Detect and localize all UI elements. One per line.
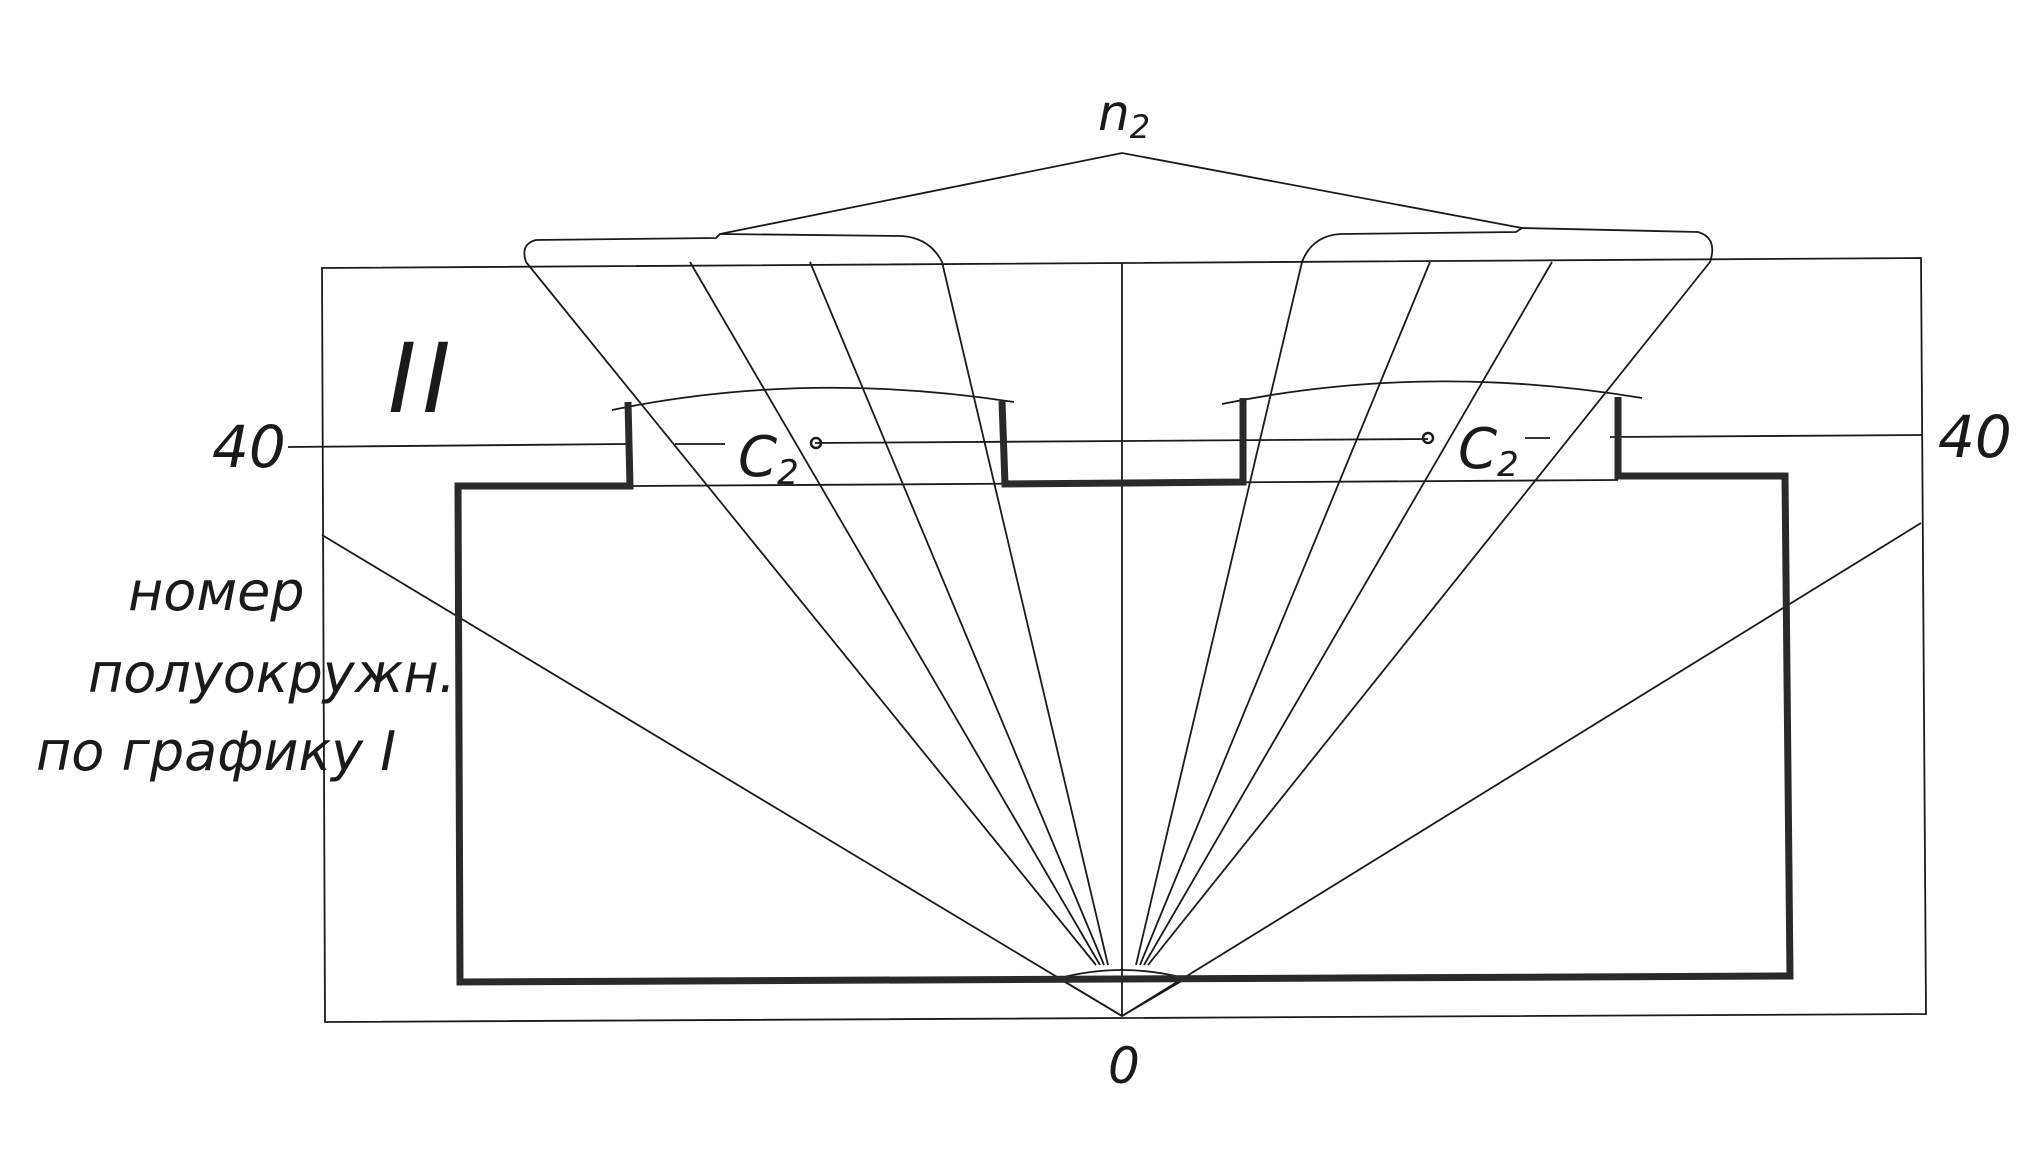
level-40-left-line <box>287 443 627 448</box>
outer-frame <box>321 257 1927 1023</box>
fan-line <box>525 261 1097 966</box>
label-left-40: 40 <box>212 413 286 481</box>
fan-line <box>1147 261 1711 966</box>
label-c2-right: C2 <box>1458 417 1519 485</box>
fan-lines <box>525 261 1711 966</box>
note-line-2: полуокружн. <box>88 642 456 705</box>
level-40-center-line <box>814 438 1429 444</box>
right-diagonal <box>1121 522 1922 1017</box>
origin-arc <box>1059 969 1185 979</box>
fan-line <box>689 261 1101 966</box>
center-notch <box>998 398 1247 488</box>
bracket-left-group <box>523 233 943 263</box>
fan-line <box>1143 261 1553 966</box>
bracket-right-group <box>1301 227 1714 263</box>
label-top-n: n2 <box>1098 84 1150 146</box>
arc-right <box>1221 380 1643 405</box>
bold-outline <box>454 397 1794 986</box>
label-bottom-origin: 0 <box>1108 1037 1140 1095</box>
bracket-apex <box>719 152 1523 235</box>
c2-left-point <box>809 436 823 450</box>
c2-right-point <box>1421 431 1435 445</box>
note-line-1: номер <box>128 560 305 623</box>
fan-line <box>809 261 1105 966</box>
arc-left <box>611 386 1015 411</box>
top-bracket <box>523 152 1714 263</box>
note-line-3: по графику I <box>36 720 396 783</box>
left-diagonal <box>321 534 1123 1017</box>
level-40-right-line <box>1609 434 1923 438</box>
label-right-40: 40 <box>1938 403 2012 471</box>
origin-notch <box>1054 975 1191 1018</box>
label-region: II <box>388 323 457 435</box>
label-c2-left: C2 <box>738 425 799 493</box>
fan-line <box>1139 261 1431 966</box>
fan-line <box>941 261 1109 966</box>
fan-line <box>1135 261 1303 966</box>
